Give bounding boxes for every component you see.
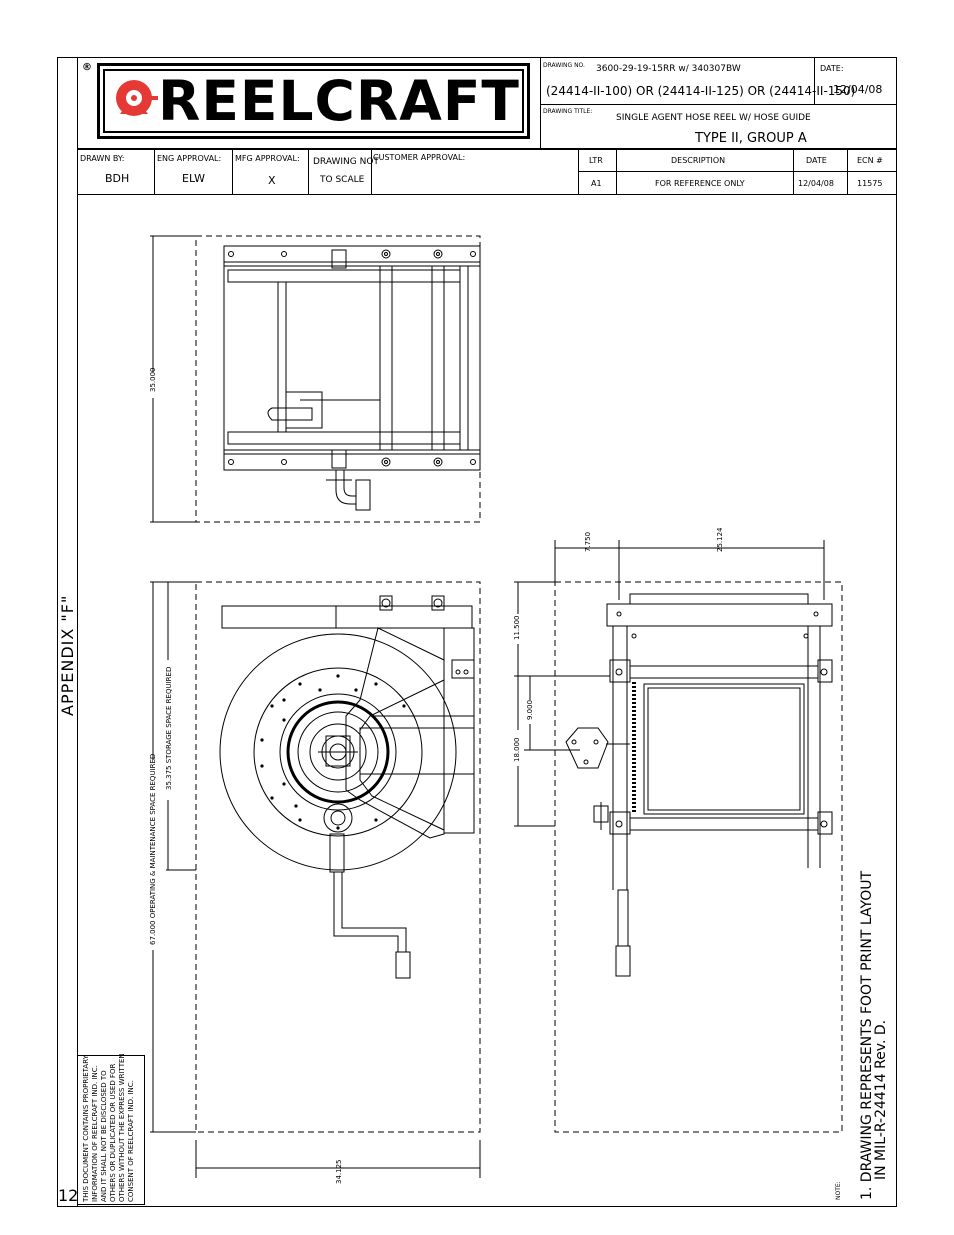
- part-numbers: (24414-II-100) OR (24414-II-125) OR (244…: [546, 84, 856, 98]
- brand-logo: REELCRAFT: [97, 63, 530, 139]
- rev-header-description: DESCRIPTION: [671, 156, 726, 165]
- side-view: [514, 540, 843, 1133]
- page-number: 12: [58, 1186, 79, 1205]
- dim-side-mid: 9.000: [526, 699, 534, 720]
- customer-approval-label: CUSTOMER APPROVAL:: [373, 153, 466, 162]
- mfg-approval-value: X: [268, 174, 276, 187]
- rev-ltr: A1: [591, 179, 602, 188]
- top-view: [150, 235, 481, 523]
- eng-approval-label: ENG APPROVAL:: [157, 154, 222, 163]
- brand-name: REELCRAFT: [158, 69, 520, 133]
- drawing-subtitle: TYPE II, GROUP A: [695, 131, 807, 146]
- date-label: DATE:: [820, 64, 844, 73]
- left-margin-divider: [77, 57, 78, 1207]
- dim-side-offset: 7.750: [584, 531, 592, 552]
- drawing-sheet-border: [57, 57, 897, 1207]
- rev-date: 12/04/08: [798, 179, 834, 188]
- rev-description: FOR REFERENCE ONLY: [655, 179, 745, 188]
- dim-side-top: 11.500: [513, 615, 521, 641]
- proprietary-notice-box: [77, 1055, 145, 1205]
- dim-storage-space: 35.375 STORAGE SPACE REQUIRED: [165, 666, 173, 790]
- drawing-title: SINGLE AGENT HOSE REEL W/ HOSE GUIDE: [616, 113, 811, 123]
- note-label: NOTE:: [835, 1181, 842, 1200]
- date-value: 12/04/08: [833, 83, 883, 96]
- reel-icon: [116, 80, 158, 116]
- dim-front-width: 34.125: [335, 1159, 343, 1185]
- drawn-by-value: BDH: [105, 172, 130, 185]
- rev-header-ltr: LTR: [589, 156, 603, 165]
- scale-note-1: DRAWING NOT: [313, 157, 379, 167]
- drawing-no-label: DRAWING NO.: [543, 62, 585, 69]
- dim-side-width: 25.124: [716, 527, 724, 553]
- scale-note-2: TO SCALE: [320, 175, 365, 185]
- rev-ecn: 11575: [857, 179, 883, 188]
- drawing-title-label: DRAWING TITLE:: [543, 108, 593, 115]
- title-block: [77, 57, 897, 195]
- note-1-line-2: IN MIL-R-24414 Rev. D.: [873, 1019, 889, 1180]
- dim-top-depth: 35.000: [149, 367, 157, 393]
- rev-header-date: DATE: [806, 156, 827, 165]
- drawn-by-label: DRAWN BY:: [80, 154, 125, 163]
- drawing-no: 3600-29-19-15RR w/ 340307BW: [596, 64, 741, 74]
- approval-row: [77, 149, 897, 195]
- eng-approval-value: ELW: [182, 172, 205, 185]
- dim-operating-space: 67.000 OPERATING & MAINTENANCE SPACE REQ…: [149, 753, 157, 945]
- dim-side-low: 18.000: [513, 737, 521, 763]
- mfg-approval-label: MFG APPROVAL:: [235, 154, 300, 163]
- registered-mark: ®: [82, 62, 92, 73]
- front-view: [150, 581, 481, 1178]
- rev-header-ecn: ECN #: [857, 156, 883, 165]
